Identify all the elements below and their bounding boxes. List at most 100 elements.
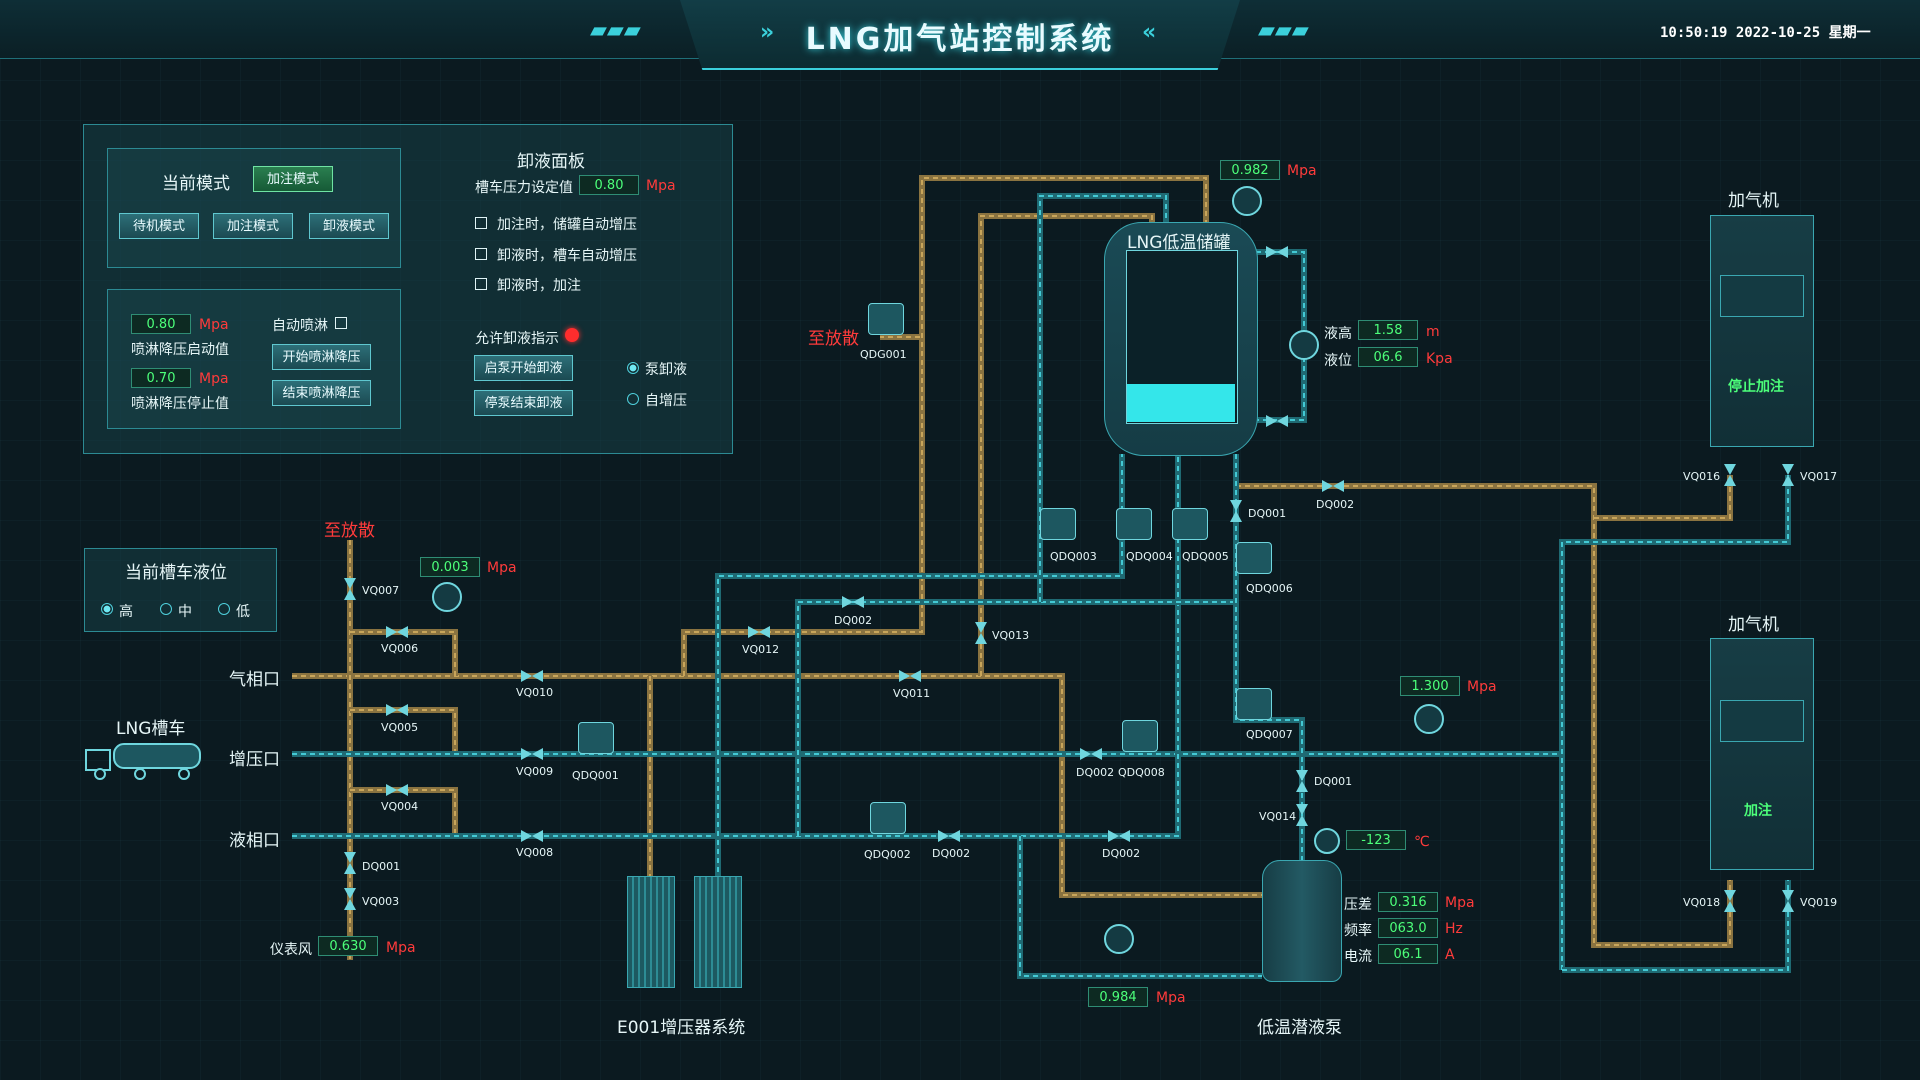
liquid-phase-port-label: 液相口	[229, 831, 280, 851]
pump-unload-radio[interactable]	[627, 362, 639, 374]
manifold-pressure-unit: Mpa	[487, 560, 517, 576]
pump-current-value: 06.1	[1378, 944, 1438, 964]
qdq008-label: QDQ008	[1118, 766, 1165, 779]
dq002-low-left-valve-icon[interactable]	[938, 830, 960, 842]
truck-pressure-value[interactable]: 0.80	[579, 175, 639, 195]
qdq005-actuator-icon[interactable]	[1172, 508, 1208, 540]
qdq002-label: QDQ002	[864, 848, 911, 861]
datetime: 10:50:19 2022-10-25 星期一	[1660, 25, 1871, 41]
instrument-air-unit: Mpa	[386, 940, 416, 956]
qdq003-actuator-icon[interactable]	[1040, 508, 1076, 540]
pump-freq-label: 频率	[1344, 923, 1372, 939]
page-title: LNG加气站控制系统	[805, 22, 1115, 57]
tank-level-gauge-icon	[1289, 330, 1319, 360]
vq019-valve-icon[interactable]	[1782, 890, 1794, 912]
dispenser-1	[1710, 215, 1814, 447]
option-tank-auto-boost-checkbox[interactable]	[475, 217, 487, 229]
vq009-valve-icon[interactable]	[521, 748, 543, 760]
truck-level-high-label: 高	[119, 604, 133, 620]
dispenser-2-fill-button[interactable]: 加注	[1744, 803, 1772, 819]
manifold-pressure-gauge-icon	[432, 582, 462, 612]
truck-level-mid-label: 中	[178, 604, 192, 620]
dq001-pump-label: DQ001	[1314, 775, 1353, 788]
option-truck-auto-boost-checkbox[interactable]	[475, 248, 487, 260]
stop-pump-unload-button[interactable]: 停泵结束卸液	[474, 390, 573, 416]
vq010-valve-icon[interactable]	[521, 670, 543, 682]
vq005-valve-icon[interactable]	[386, 704, 408, 716]
vq003-valve-icon[interactable]	[344, 888, 356, 910]
dq002-dispenser-label: DQ002	[1316, 498, 1355, 511]
pump-outlet-pressure-value: 1.300	[1400, 676, 1460, 696]
tank-label: LNG低温储罐	[1127, 233, 1231, 253]
tank-top-valve-icon[interactable]	[1266, 246, 1288, 258]
qdq001-label: QDQ001	[572, 769, 619, 782]
unload-mode-button[interactable]: 卸液模式	[309, 213, 389, 239]
tank-bottom-valve-icon[interactable]	[1266, 415, 1288, 427]
vq010-label: VQ010	[516, 686, 554, 699]
pump-diff-value: 0.316	[1378, 892, 1438, 912]
dq002-dispenser-valve-icon[interactable]	[1322, 480, 1344, 492]
spray-stop-unit: Mpa	[199, 371, 229, 387]
truck-level-high-radio[interactable]	[101, 603, 113, 615]
dq001-manifold-valve-icon[interactable]	[344, 852, 356, 874]
tank-level2-value: 06.6	[1358, 347, 1418, 367]
boost-port-label: 增压口	[229, 750, 280, 770]
qdq006-actuator-icon[interactable]	[1236, 542, 1272, 574]
option-truck-auto-boost-label: 卸液时，槽车自动增压	[497, 248, 637, 264]
truck-level-low-radio[interactable]	[218, 603, 230, 615]
spray-stop-label: 喷淋降压停止值	[131, 396, 229, 412]
qdg001-actuator-icon[interactable]	[868, 303, 904, 335]
qdq002-actuator-icon[interactable]	[870, 802, 906, 834]
spray-start-label: 喷淋降压启动值	[131, 342, 229, 358]
option-unload-fill-checkbox[interactable]	[475, 278, 487, 290]
auto-spray-checkbox[interactable]	[335, 317, 347, 329]
vq007-valve-icon[interactable]	[344, 578, 356, 600]
dispenser-1-stop-button[interactable]: 停止加注	[1728, 379, 1784, 395]
tank-top-pressure-unit: Mpa	[1287, 163, 1317, 179]
pump-unload-label: 泵卸液	[645, 362, 687, 378]
vq016-valve-icon[interactable]	[1724, 464, 1736, 486]
pump-temp-value: -123	[1346, 830, 1406, 850]
chevron-left-icon: «	[1142, 20, 1157, 45]
truck-level-panel	[84, 548, 277, 632]
current-mode-label: 当前模式	[162, 174, 230, 194]
truck-level-low-label: 低	[236, 604, 250, 620]
self-boost-radio[interactable]	[627, 393, 639, 405]
vq012-valve-icon[interactable]	[748, 626, 770, 638]
truck-pressure-label: 槽车压力设定值	[475, 180, 573, 196]
start-spray-button[interactable]: 开始喷淋降压	[272, 344, 371, 370]
spray-stop-value[interactable]: 0.70	[131, 368, 191, 388]
dq002-low-right-valve-icon[interactable]	[1108, 830, 1130, 842]
vq013-valve-icon[interactable]	[975, 622, 987, 644]
vq005-label: VQ005	[381, 721, 419, 734]
qdq007-label: QDQ007	[1246, 728, 1293, 741]
dq001-pump-valve-icon[interactable]	[1296, 770, 1308, 792]
manifold-vent-label: 至放散	[324, 521, 375, 541]
qdq004-actuator-icon[interactable]	[1116, 508, 1152, 540]
fill-mode-button[interactable]: 加注模式	[213, 213, 293, 239]
dispenser-2	[1710, 638, 1814, 870]
pump-temp-unit: ℃	[1414, 834, 1430, 850]
dq002-upper-valve-icon[interactable]	[842, 596, 864, 608]
vq011-valve-icon[interactable]	[899, 670, 921, 682]
vq018-valve-icon[interactable]	[1724, 890, 1736, 912]
vq004-valve-icon[interactable]	[386, 784, 408, 796]
vq006-valve-icon[interactable]	[386, 626, 408, 638]
truck-level-mid-radio[interactable]	[160, 603, 172, 615]
qdq001-actuator-icon[interactable]	[578, 722, 614, 754]
standby-mode-button[interactable]: 待机模式	[119, 213, 199, 239]
dq001-tank-valve-icon[interactable]	[1230, 500, 1242, 522]
vq012-label: VQ012	[742, 643, 780, 656]
dq002-mid-valve-icon[interactable]	[1080, 748, 1102, 760]
vq008-valve-icon[interactable]	[521, 830, 543, 842]
tank-top-pressure-gauge-icon	[1232, 186, 1262, 216]
vq014-valve-icon[interactable]	[1296, 804, 1308, 826]
vq017-valve-icon[interactable]	[1782, 464, 1794, 486]
option-tank-auto-boost-label: 加注时，储罐自动增压	[497, 217, 637, 233]
qdq008-actuator-icon[interactable]	[1122, 720, 1158, 752]
qdq007-actuator-icon[interactable]	[1236, 688, 1272, 720]
stop-spray-button[interactable]: 结束喷淋降压	[272, 380, 371, 406]
spray-start-value[interactable]: 0.80	[131, 314, 191, 334]
start-pump-unload-button[interactable]: 启泵开始卸液	[474, 355, 573, 381]
